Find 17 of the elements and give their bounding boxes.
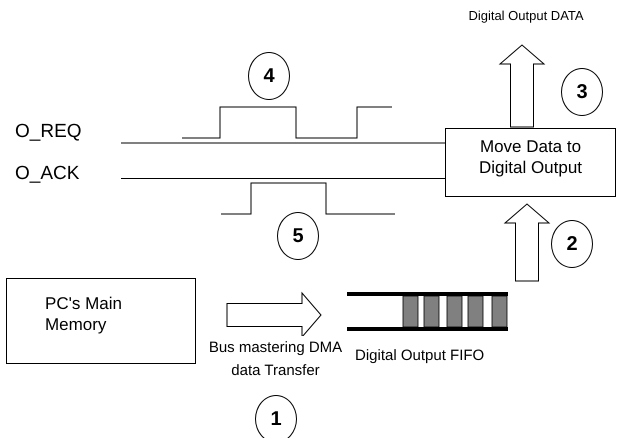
process-box: Move Data to Digital Output	[445, 128, 616, 197]
signal-label: O_ACK	[15, 162, 121, 188]
output-label: Digital Output DATA	[436, 8, 616, 45]
fifo-drawing	[347, 292, 508, 331]
callout-number: 5	[277, 212, 319, 260]
signal-line	[120, 142, 446, 144]
callout-number: 2	[551, 220, 593, 268]
callout-number: 4	[248, 52, 290, 100]
callout-number: 1	[255, 395, 297, 438]
memory-box: PC's Main Memory	[6, 278, 196, 364]
block-arrow	[226, 292, 322, 338]
block-arrow	[498, 44, 546, 128]
block-arrow	[504, 203, 550, 282]
signal-label: O_REQ	[15, 120, 121, 146]
callout-number: 3	[561, 68, 603, 116]
caption-label: Digital Output FIFO	[355, 347, 484, 364]
signal-line	[120, 178, 446, 179]
